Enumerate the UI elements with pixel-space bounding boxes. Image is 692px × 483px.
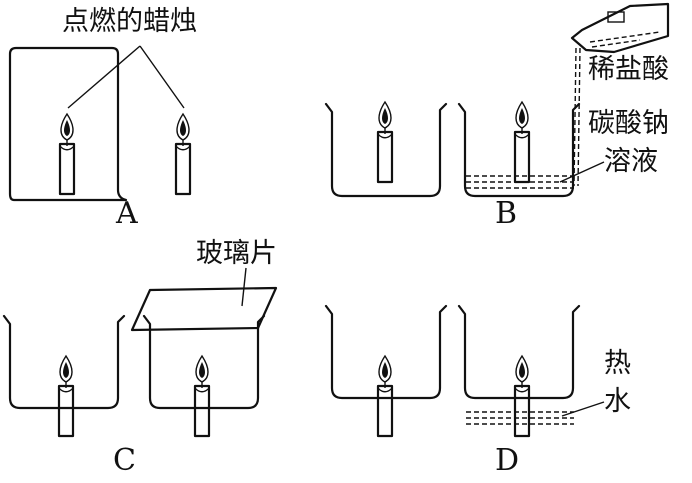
hot-water (466, 411, 574, 425)
panel-b: 稀盐酸 碳酸钠 溶液 B (324, 2, 670, 231)
candle-c2 (193, 354, 211, 438)
panel-label-c: C (113, 443, 136, 478)
glass-pointer (241, 267, 247, 307)
acid-bottle (570, 2, 670, 54)
beaker-c1 (2, 314, 126, 410)
candle-c1 (57, 354, 75, 438)
candles-label: 点燃的蜡烛 (62, 6, 197, 37)
candle-d1 (376, 354, 394, 438)
panel-label-a: A (115, 196, 138, 231)
panel-a: 点燃的蜡烛 A (8, 6, 197, 231)
beaker-d1 (324, 304, 448, 400)
hot-water-pointer (561, 401, 605, 417)
jar-a (8, 46, 128, 202)
candle-a2 (174, 112, 192, 196)
acid-label: 稀盐酸 (588, 54, 669, 85)
candle-a1 (58, 112, 76, 196)
carbonate-label-line2: 溶液 (604, 146, 658, 177)
pointer-line-2 (139, 45, 185, 109)
sodium-carbonate-solution (466, 175, 574, 189)
panel-label-b: B (495, 196, 517, 231)
carbonate-label-line1: 碳酸钠 (588, 108, 669, 139)
acid-stream (573, 47, 581, 187)
panel-c: 玻璃片 C (2, 238, 278, 478)
candle-b1 (376, 100, 394, 184)
panel-d: 热 水 D (324, 304, 631, 478)
glass-label: 玻璃片 (196, 238, 277, 269)
panel-label-d: D (495, 443, 519, 478)
glass-plate (130, 286, 278, 332)
beaker-d2 (457, 304, 581, 400)
hot-label-line2: 水 (604, 386, 631, 417)
hot-label-line1: 热 (604, 348, 631, 379)
candle-b2 (513, 100, 531, 184)
carbonate-pointer (559, 161, 605, 183)
pointer-line-1 (67, 45, 141, 109)
